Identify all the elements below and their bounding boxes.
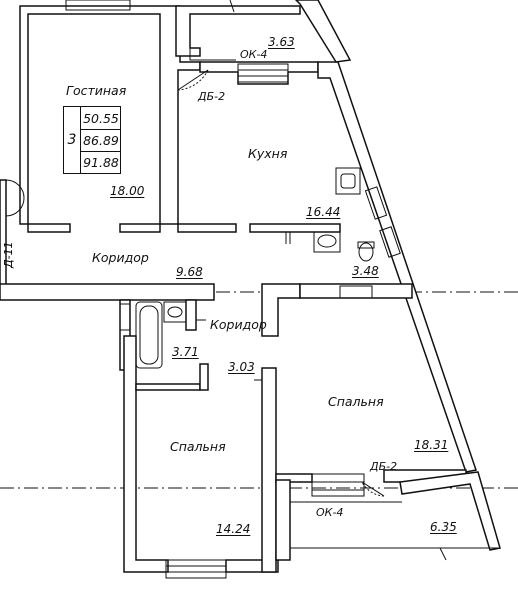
wall-balcony-top [294,0,352,63]
wall-bedroom-right [261,367,277,573]
area-bedroom-2: 18.31 [414,438,449,452]
total-area-with-balcony: 91.88 [83,154,119,170]
area-balcony-top: 3.63 [268,35,295,49]
tag-window-top: ОК-4 [240,48,268,61]
wall-living-partition-2 [119,223,161,233]
room-name-bedroom-2: Спальня [328,394,384,409]
wall-corridor [0,283,215,301]
window-kitchen [237,63,289,83]
room-name-bedroom-1: Спальня [170,439,226,454]
area-summary-box: 3 50.55 86.89 91.88 [63,106,121,174]
total-area: 86.89 [81,129,121,152]
kitchen-sink [335,167,361,195]
wall-diagonal [317,61,477,473]
wall-balcony-left [275,479,291,561]
door-bedroom2 [361,481,385,497]
wall-kitchen-partition-2 [249,223,341,233]
wall-bathroom-bottom [299,283,413,299]
window-living [65,0,131,11]
area-living: 18.00 [110,184,145,198]
tag-side-mark: Д-11 [2,241,15,268]
area-closet: 3.03 [228,360,255,374]
wc-sink [163,301,187,323]
bathroom-sink [313,231,341,253]
wall-balcony-bottom [399,471,501,551]
room-name-corridor-small: Коридор [210,317,267,332]
wall-closet [199,363,209,391]
toilet [358,242,374,262]
area-kitchen: 16.44 [306,205,341,219]
area-corridor: 9.68 [176,265,203,279]
wall-living-partition [27,223,71,233]
tag-door-bedroom: ДБ-2 [370,460,398,473]
column-curve [5,179,25,217]
wall-kitchen-partition [177,223,237,233]
wall-left [0,179,7,291]
tag-door-kitchen: ДБ-2 [198,90,226,103]
balcony-bottom-outline [289,501,402,560]
area-balcony-bottom: 6.35 [430,520,457,534]
area-bathroom: 3.48 [352,264,379,278]
window-bathroom-side [379,226,401,258]
wall-wc-bottom [135,383,201,391]
tag-window-bottom: ОК-4 [316,506,344,519]
room-name-living: Гостиная [66,83,127,98]
room-name-kitchen: Кухня [248,146,288,161]
area-wc: 3.71 [172,345,199,359]
living-area-total: 50.55 [81,107,121,130]
wall-wc-right [185,299,197,331]
window-bedroom [165,559,227,579]
wall-corridor-right [261,283,301,337]
wall-bedroom-left [123,335,169,573]
bathroom-fixture [339,285,373,299]
room-count: 3 [64,107,81,173]
window-kitchen-side [364,186,388,220]
room-name-corridor: Коридор [92,250,149,265]
door-kitchen [177,69,209,91]
balcony-top-outline [189,14,236,61]
wall-kitchen-top [199,61,319,85]
bathtub [135,301,163,369]
window-bedroom2 [311,473,365,497]
area-bedroom-1: 14.24 [216,522,251,536]
